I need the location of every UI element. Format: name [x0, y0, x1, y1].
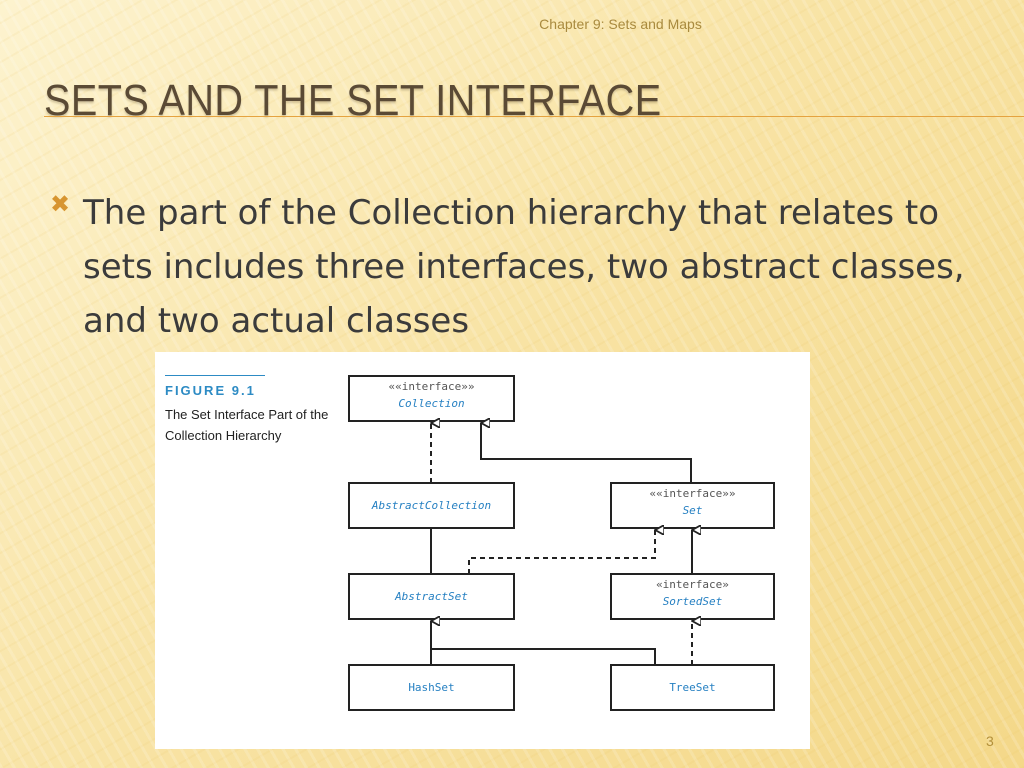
title-underline — [44, 116, 1024, 117]
hash-set-name: HashSet — [408, 681, 455, 694]
set-name: Set — [682, 504, 703, 517]
sorted-set-stereotype: «interface» — [656, 578, 729, 591]
edge-treeset-abstractset — [431, 648, 656, 665]
edge-abstractset-set — [468, 530, 655, 574]
abstract-set-name: AbstractSet — [395, 590, 468, 603]
caption-rule — [165, 375, 265, 376]
chapter-header: Chapter 9: Sets and Maps — [539, 16, 702, 32]
node-sorted-set-box — [610, 573, 775, 620]
tree-set-name: TreeSet — [669, 681, 716, 694]
figure-caption: The Set Interface Part of the Collection… — [165, 407, 329, 443]
node-abstract-set-box — [348, 573, 515, 620]
class-hierarchy-diagram — [348, 375, 775, 711]
node-hash-set-box — [348, 664, 515, 711]
set-stereotype: ««interface»» — [649, 487, 736, 500]
page-number: 3 — [986, 733, 994, 749]
figure-9-1: FIGURE 9.1 The Set Interface Part of the… — [155, 352, 810, 749]
bullet-text: The part of the Collection hierarchy tha… — [83, 193, 965, 341]
collection-name: Collection — [398, 397, 465, 410]
collection-stereotype: ««interface»» — [388, 380, 475, 393]
edge-set-collection — [480, 423, 692, 483]
figure-label: FIGURE 9.1 — [165, 383, 256, 398]
abstract-collection-name: AbstractCollection — [371, 499, 492, 512]
x-bullet-icon: ✖ — [50, 190, 71, 218]
sorted-set-name: SortedSet — [662, 595, 723, 608]
slide-title: Sets and the Set Interface — [44, 76, 662, 125]
